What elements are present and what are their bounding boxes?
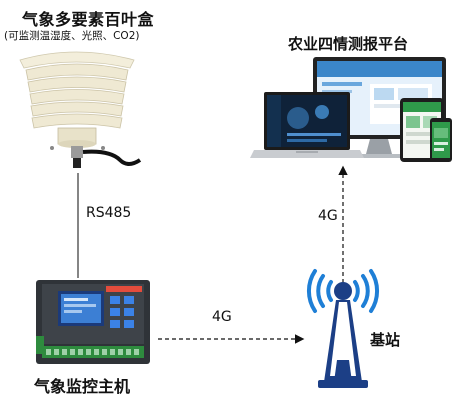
host-label: 气象监控主机 xyxy=(34,377,131,396)
vertical-4g-label: 4G xyxy=(318,208,338,224)
platform-title: 农业四情测报平台 xyxy=(288,35,409,53)
louver-box-icon xyxy=(19,51,142,168)
devices-icon xyxy=(250,57,452,162)
base-station-label: 基站 xyxy=(370,331,401,349)
rs485-label: RS485 xyxy=(86,205,132,221)
signal-tower-icon xyxy=(307,269,379,388)
sensor-title: 气象多要素百叶盒 xyxy=(22,10,155,29)
horizontal-4g-label: 4G xyxy=(212,309,232,325)
controller-icon xyxy=(36,280,150,364)
sensor-subtitle: (可监测温湿度、光照、CO2) xyxy=(4,30,140,42)
